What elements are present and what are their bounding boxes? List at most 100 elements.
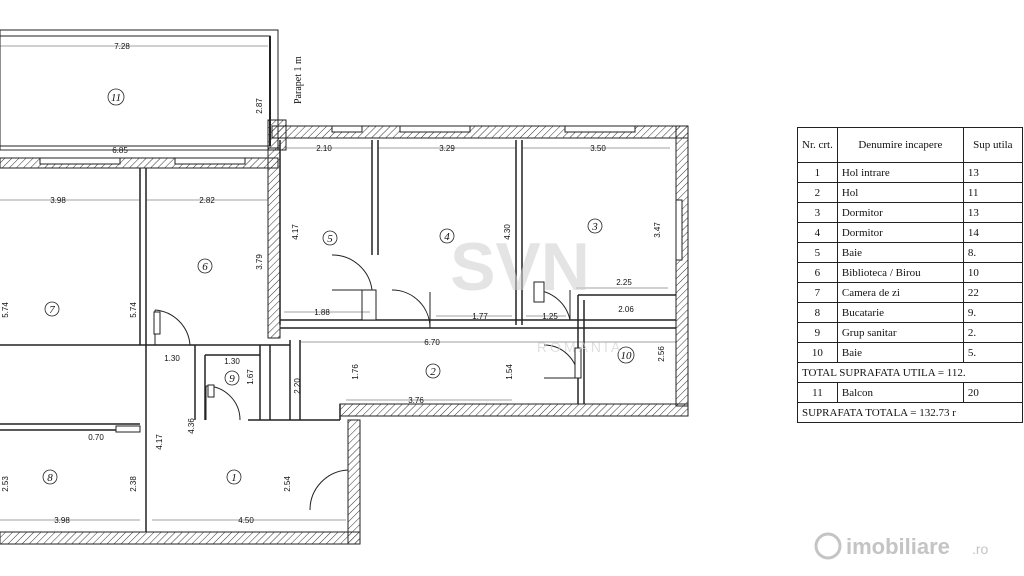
row-name: Hol	[836, 182, 964, 203]
header-nr: Nr. crt.	[797, 127, 838, 163]
dim-r3-height: 3.47	[653, 222, 662, 238]
row-nr: 11	[797, 382, 838, 403]
total-row: SUPRAFATA TOTALA = 132.73 r	[797, 402, 1023, 423]
room-8-label: 8	[47, 472, 53, 484]
dim-r10-height: 2.56	[657, 346, 666, 362]
row-nr: 2	[797, 182, 838, 203]
dim-r7-lower: 4.17	[155, 434, 164, 450]
total-utila: TOTAL SUPRAFATA UTILA = 112.	[797, 362, 1023, 383]
dim-r7-top: 3.98	[50, 196, 66, 205]
row-nr: 5	[797, 242, 838, 263]
row-area: 13	[962, 202, 1023, 223]
total-area: SUPRAFATA TOTALA = 132.73 r	[797, 402, 1023, 423]
room-3-label: 3	[591, 221, 598, 233]
dim-balcony-bottom: 6.85	[112, 146, 128, 155]
dim-r4-top: 3.29	[439, 144, 455, 153]
row-name: Baie	[836, 342, 964, 363]
row-name: Grup sanitar	[836, 322, 964, 343]
dim-hall-bottom: 3.76	[408, 396, 424, 405]
room-9-label: 9	[229, 373, 235, 385]
dim-r10-top: 2.25	[616, 278, 632, 287]
row-name: Biblioteca / Birou	[836, 262, 964, 283]
room-10-label: 10	[621, 350, 633, 362]
dim-r5-height: 4.17	[291, 224, 300, 240]
row-name: Hol intrare	[836, 162, 964, 183]
row-name: Camera de zi	[836, 282, 964, 303]
interior-walls	[0, 140, 676, 532]
row-area: 11	[962, 182, 1023, 203]
dim-r3-bottom: 1.25	[542, 312, 558, 321]
dim-hall-h1: 1.76	[351, 364, 360, 380]
row-area: 9.	[962, 302, 1023, 323]
dim-hall-left: 2.20	[293, 378, 302, 394]
room-5-label: 5	[327, 233, 333, 245]
row-name: Dormitor	[836, 202, 964, 223]
room-markers	[42, 88, 635, 485]
row-nr: 1	[797, 162, 838, 183]
row-area: 2.	[962, 322, 1023, 343]
brand-name: imobiliare	[846, 534, 950, 559]
dim-r1-left: 4.36	[187, 418, 196, 434]
row-area: 10	[962, 262, 1023, 283]
row-nr: 9	[797, 322, 838, 343]
balcony-outline	[0, 29, 279, 151]
exterior-walls	[0, 125, 689, 545]
row-area: 20	[962, 382, 1023, 403]
parapet-label: Parapet 1 m	[293, 56, 304, 104]
row-nr: 10	[797, 342, 838, 363]
dimension-labels: 7.28 6.85 3.98 2.82 2.10 3.29 3.50 2.25 …	[50, 42, 634, 525]
dim-r7-right: 5.74	[129, 302, 138, 318]
dim-r1-bottom: 4.50	[238, 516, 254, 525]
dim-hall-width: 6.70	[424, 338, 440, 347]
watermark-sub: ROMANIA	[537, 339, 623, 355]
dim-balcony-right: 2.87	[255, 98, 264, 114]
row-nr: 7	[797, 282, 838, 303]
table-header-row: Nr. crt. Denumire incapere Sup utila	[797, 127, 1023, 163]
dim-r9-w1: 1.30	[164, 354, 180, 363]
room-1-label: 1	[231, 472, 237, 484]
dim-r5-top: 2.10	[316, 144, 332, 153]
row-name: Bucatarie	[836, 302, 964, 323]
dim-r9-w2: 1.30	[224, 357, 240, 366]
dim-r10-width: 2.06	[618, 305, 634, 314]
room-6-label: 6	[202, 261, 208, 273]
dim-r6-top: 2.82	[199, 196, 215, 205]
row-nr: 4	[797, 222, 838, 243]
dim-r8-w: 0.70	[88, 433, 104, 442]
row-area: 22	[962, 282, 1023, 303]
dim-r6-height: 3.79	[255, 254, 264, 270]
row-area: 13	[962, 162, 1023, 183]
dimension-lines	[0, 45, 676, 521]
dim-r1-right: 2.54	[283, 476, 292, 492]
dim-r7-left: 5.74	[1, 302, 10, 318]
row-name: Baie	[836, 242, 964, 263]
dim-r9-height: 1.67	[246, 369, 255, 385]
dim-r4-bottom: 1.77	[472, 312, 488, 321]
dim-r3-top: 3.50	[590, 144, 606, 153]
row-name: Dormitor	[836, 222, 964, 243]
room-11-label: 11	[111, 92, 121, 104]
watermark-logo: SVN	[450, 229, 590, 305]
row-area: 14	[962, 222, 1023, 243]
dim-r8-height2: 2.38	[129, 476, 138, 492]
row-nr: 8	[797, 302, 838, 323]
windows	[39, 125, 683, 261]
row-name: Balcon	[836, 382, 964, 403]
row-area: 8.	[962, 242, 1023, 263]
room-2-label: 2	[430, 366, 436, 378]
dim-balcony-top: 7.28	[114, 42, 130, 51]
dim-r8-bottom: 3.98	[54, 516, 70, 525]
